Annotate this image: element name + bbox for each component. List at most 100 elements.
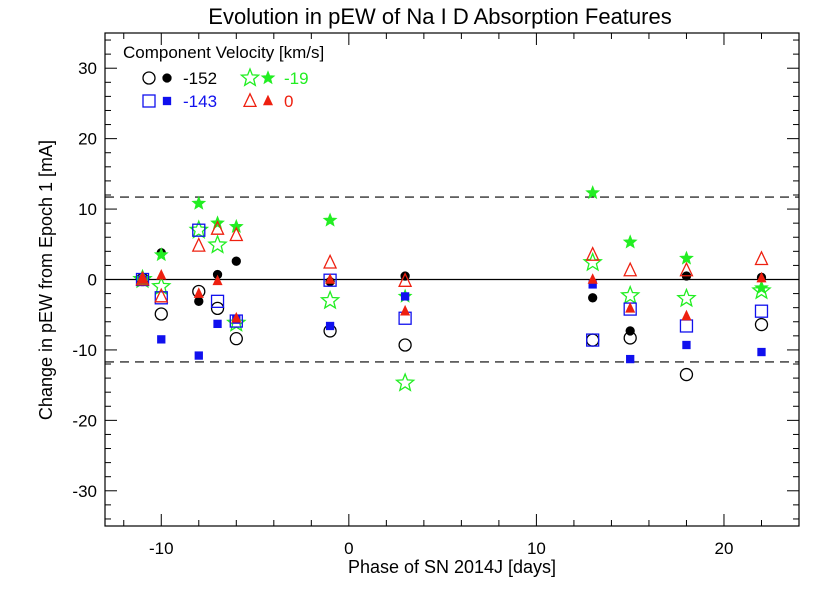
data-point-triangle-open xyxy=(323,253,338,269)
legend-entry: -152 xyxy=(142,69,217,88)
data-point-triangle-open xyxy=(191,236,206,252)
data-point-square-open xyxy=(586,333,600,347)
data-point-triangle-filled xyxy=(193,287,204,298)
legend-label: -143 xyxy=(183,92,217,111)
series-triangle-filled xyxy=(137,268,767,323)
legend-entry: 0 xyxy=(242,92,293,111)
data-point-star-filled xyxy=(191,195,207,210)
data-point-square-filled xyxy=(757,347,766,357)
y-tick-label: -10 xyxy=(72,341,97,360)
data-point-star-filled xyxy=(585,185,601,200)
data-point-square-filled xyxy=(213,319,222,329)
data-point-triangle-open xyxy=(154,287,169,303)
y-tick-label: 10 xyxy=(78,200,97,219)
data-point-star-filled xyxy=(754,280,769,295)
data-point-star-open xyxy=(751,279,772,300)
legend-label: -19 xyxy=(284,69,309,88)
y-tick-label: -30 xyxy=(72,482,97,501)
data-point-circle-open xyxy=(210,301,225,316)
data-point-square-open xyxy=(192,223,206,237)
data-point-triangle-open xyxy=(210,220,225,235)
data-point-circle-filled xyxy=(194,296,204,306)
data-point-triangle-filled xyxy=(137,273,148,284)
legend-filled-marker xyxy=(162,96,172,106)
data-point-star-open xyxy=(319,289,341,310)
data-point-star-open xyxy=(676,287,697,308)
legend-entry: -143 xyxy=(142,92,217,111)
data-point-star-open xyxy=(394,372,416,392)
data-point-triangle-open xyxy=(398,272,413,287)
x-tick-label: -10 xyxy=(149,539,174,558)
data-point-star-filled xyxy=(153,247,169,262)
legend-title: Component Velocity [km/s] xyxy=(123,43,324,62)
data-point-triangle-open xyxy=(754,250,769,266)
data-point-square-open xyxy=(754,304,769,318)
data-point-square-open xyxy=(679,319,694,333)
legend-label: 0 xyxy=(284,92,293,111)
y-tick-label: 20 xyxy=(78,130,97,149)
data-point-circle-open xyxy=(679,367,694,382)
data-point-triangle-open xyxy=(585,246,600,261)
data-point-triangle-filled xyxy=(156,268,167,280)
data-point-triangle-open xyxy=(135,270,150,286)
series-star-filled xyxy=(135,185,769,303)
data-point-circle-open xyxy=(754,317,769,332)
data-point-triangle-open xyxy=(679,261,694,277)
legend-filled-marker xyxy=(162,73,172,83)
data-point-circle-open xyxy=(586,333,600,347)
data-point-star-filled xyxy=(679,250,694,265)
data-point-triangle-filled xyxy=(231,311,242,323)
data-point-triangle-open xyxy=(623,261,638,277)
series-square-open xyxy=(135,223,769,347)
data-point-circle-open xyxy=(398,338,412,352)
data-point-triangle-filled xyxy=(681,309,692,321)
legend-entry: -19 xyxy=(239,67,309,88)
data-point-triangle-filled xyxy=(625,302,636,313)
data-point-square-filled xyxy=(325,321,335,331)
data-point-star-filled xyxy=(622,234,638,249)
data-point-star-filled xyxy=(322,212,338,227)
data-point-square-filled xyxy=(682,340,691,350)
data-point-star-open xyxy=(207,234,228,254)
data-point-circle-open xyxy=(229,332,243,346)
series-triangle-open xyxy=(135,220,769,303)
reference-lines xyxy=(105,196,799,363)
data-point-square-open xyxy=(154,291,168,305)
legend-filled-marker xyxy=(260,70,276,85)
data-point-triangle-open xyxy=(229,226,244,242)
data-point-square-filled xyxy=(626,354,635,364)
legend: Component Velocity [km/s] -152 -19 -143 0 xyxy=(123,43,324,111)
series-star-open xyxy=(132,219,772,392)
axis-ticks xyxy=(105,33,800,526)
legend-filled-marker xyxy=(262,94,274,106)
data-point-circle-open xyxy=(154,307,168,321)
data-point-triangle-filled xyxy=(400,304,411,316)
x-tick-label: 0 xyxy=(344,539,353,558)
legend-label: -152 xyxy=(183,69,217,88)
y-tick-label: 0 xyxy=(88,271,97,290)
x-axis-label: Phase of SN 2014J [days] xyxy=(348,557,556,577)
x-tick-label: 20 xyxy=(715,539,734,558)
legend-open-marker xyxy=(242,92,258,108)
x-tick-label: 10 xyxy=(527,539,546,558)
legend-open-marker xyxy=(142,71,156,85)
chart-title: Evolution in pEW of Na I D Absorption Fe… xyxy=(208,4,671,29)
y-tick-label: -20 xyxy=(72,411,97,430)
axis-tick-labels: -10 0 10 20 -30 -20 -10 0 10 20 30 xyxy=(72,59,733,558)
data-point-square-filled xyxy=(400,292,410,301)
data-point-circle-filled xyxy=(625,326,635,336)
data-point-circle-filled xyxy=(588,293,598,303)
data-point-star-filled xyxy=(228,218,244,233)
data-point-square-filled xyxy=(194,351,203,360)
data-points xyxy=(132,185,772,392)
data-point-circle-filled xyxy=(231,256,241,266)
data-point-square-filled xyxy=(157,335,166,344)
y-axis-label: Change in pEW from Epoch 1 [mA] xyxy=(36,140,56,420)
data-point-square-open xyxy=(210,294,225,308)
data-point-triangle-filled xyxy=(756,271,767,283)
data-point-star-open xyxy=(582,251,603,272)
data-point-triangle-filled xyxy=(325,273,336,284)
y-tick-label: 30 xyxy=(78,59,97,78)
data-point-star-open xyxy=(619,284,641,305)
